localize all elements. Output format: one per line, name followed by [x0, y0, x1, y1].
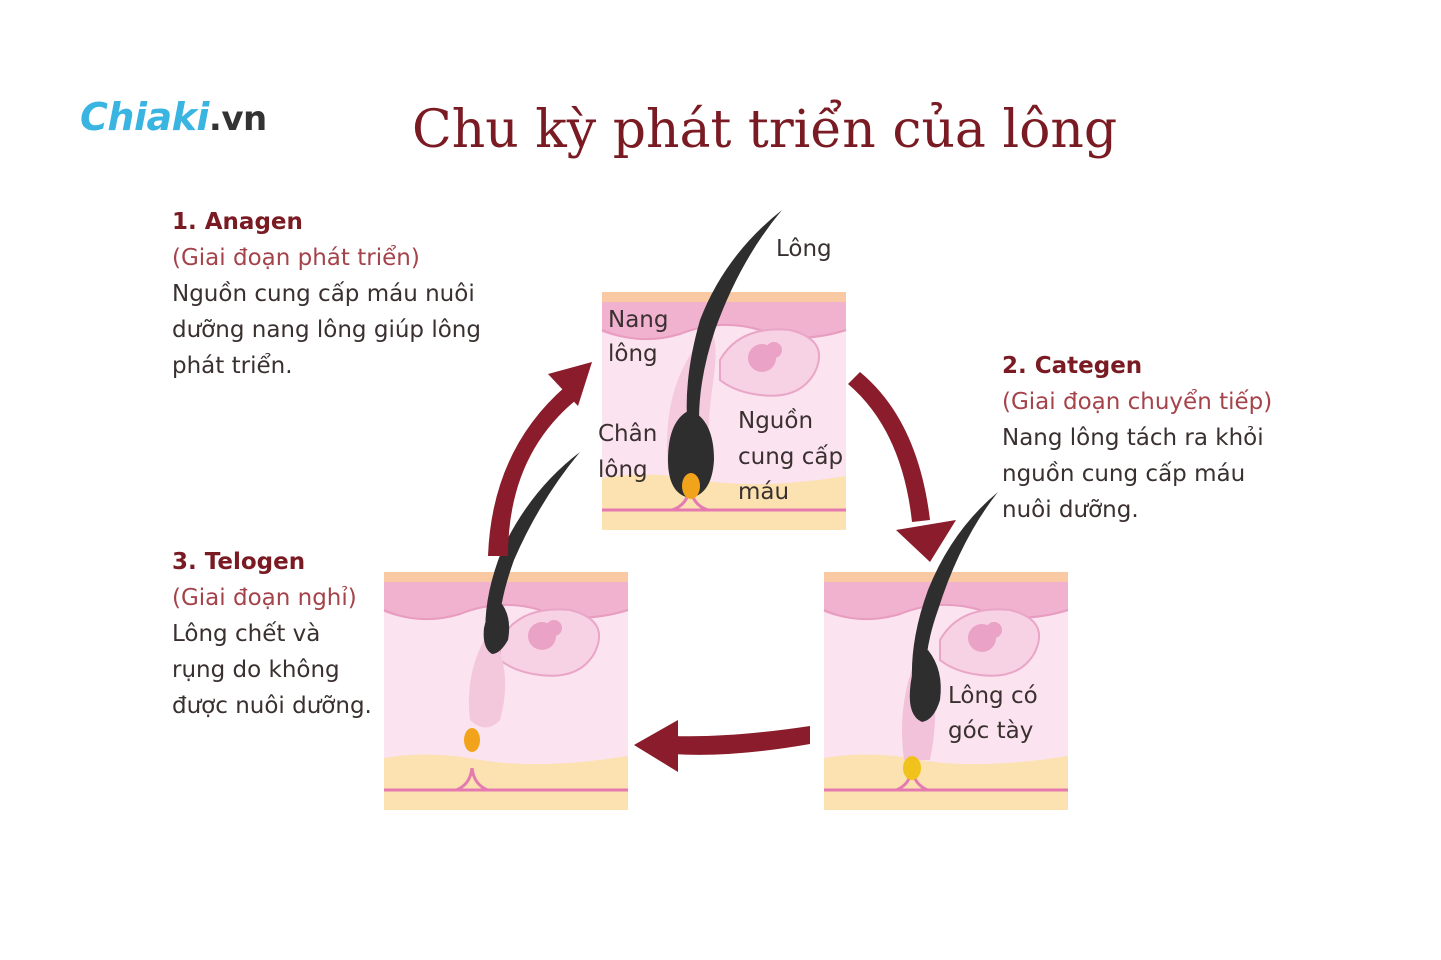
label-nguon-line2: cung cấp	[738, 444, 843, 470]
stage-telogen-subtitle: (Giai đoạn nghỉ)	[172, 585, 357, 611]
stage-telogen-heading: 3. Telogen	[172, 549, 306, 575]
label-nang-long-line1: Nang	[608, 307, 668, 333]
stage-categen-desc: Nang lông tách ra khỏi nguồn cung cấp má…	[1002, 425, 1264, 523]
stage-anagen-subtitle: (Giai đoạn phát triển)	[172, 245, 420, 271]
telogen-panel	[383, 452, 629, 810]
stage-anagen-heading: 1. Anagen	[172, 209, 303, 235]
label-goc-tay-line1: Lông có	[948, 683, 1038, 709]
stage-telogen-desc: Lông chết và rụng do không được nuôi dưỡ…	[172, 621, 372, 719]
label-chan-long-line2: lông	[598, 457, 648, 483]
page-title: Chu kỳ phát triển của lông	[412, 100, 1118, 160]
label-long: Lông	[776, 236, 832, 262]
label-chan-long-line1: Chân	[598, 421, 657, 447]
stage-telogen-text: 3. Telogen (Giai đoạn nghỉ) Lông chết và…	[172, 544, 372, 724]
stage-categen-subtitle: (Giai đoạn chuyển tiếp)	[1002, 389, 1273, 415]
label-nang-long-line2: lông	[608, 341, 658, 367]
logo-tld: .vn	[208, 99, 267, 139]
stage-anagen-desc: Nguồn cung cấp máu nuôi dưỡng nang lông …	[172, 281, 481, 379]
stage-anagen-text: 1. Anagen (Giai đoạn phát triển) Nguồn c…	[172, 204, 532, 384]
label-nguon-line1: Nguồn	[738, 408, 813, 434]
categen-panel	[823, 492, 1069, 810]
stage-categen-heading: 2. Categen	[1002, 353, 1143, 379]
logo-brand: Chiaki	[80, 95, 209, 139]
stage-categen-text: 2. Categen (Giai đoạn chuyển tiếp) Nang …	[1002, 348, 1302, 528]
cycle-arrows	[488, 362, 956, 772]
label-goc-tay-line2: góc tày	[948, 718, 1033, 744]
anagen-panel	[601, 210, 847, 530]
label-nguon-line3: máu	[738, 479, 789, 505]
chiaki-logo: Chiaki.vn	[80, 98, 267, 136]
